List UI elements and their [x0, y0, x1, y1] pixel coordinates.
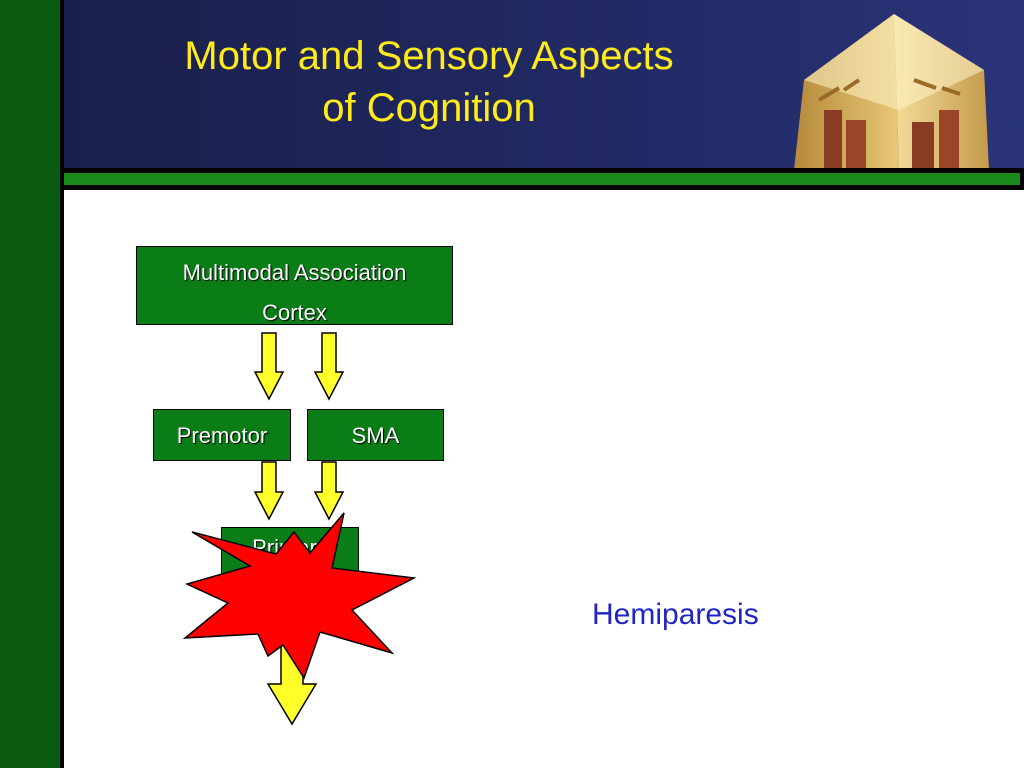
primary-motor-box: Primary [221, 527, 359, 587]
tower-logo-image [794, 14, 989, 170]
left-sidebar-bar [0, 0, 64, 768]
slide-header: Motor and Sensory Aspects of Cognition [64, 0, 1024, 170]
premotor-box: Premotor [153, 409, 291, 461]
arrow-down-icon [253, 461, 285, 521]
association-label-line-2: Cortex [262, 300, 327, 325]
sma-box: SMA [307, 409, 444, 461]
slide-title-line-2: of Cognition [322, 86, 536, 130]
multimodal-association-cortex-box: Multimodal Association Cortex [136, 246, 453, 325]
slide-title: Motor and Sensory Aspects of Cognition [64, 30, 794, 134]
association-label-line-1: Multimodal Association [182, 260, 407, 285]
arrow-down-icon [313, 332, 345, 401]
slide-title-line-1: Motor and Sensory Aspects [184, 34, 674, 78]
hemiparesis-label: Hemiparesis [592, 598, 759, 631]
header-divider-accent [64, 173, 1020, 185]
arrow-down-icon [266, 639, 318, 726]
arrow-down-icon [313, 461, 345, 521]
arrow-down-icon [253, 332, 285, 401]
